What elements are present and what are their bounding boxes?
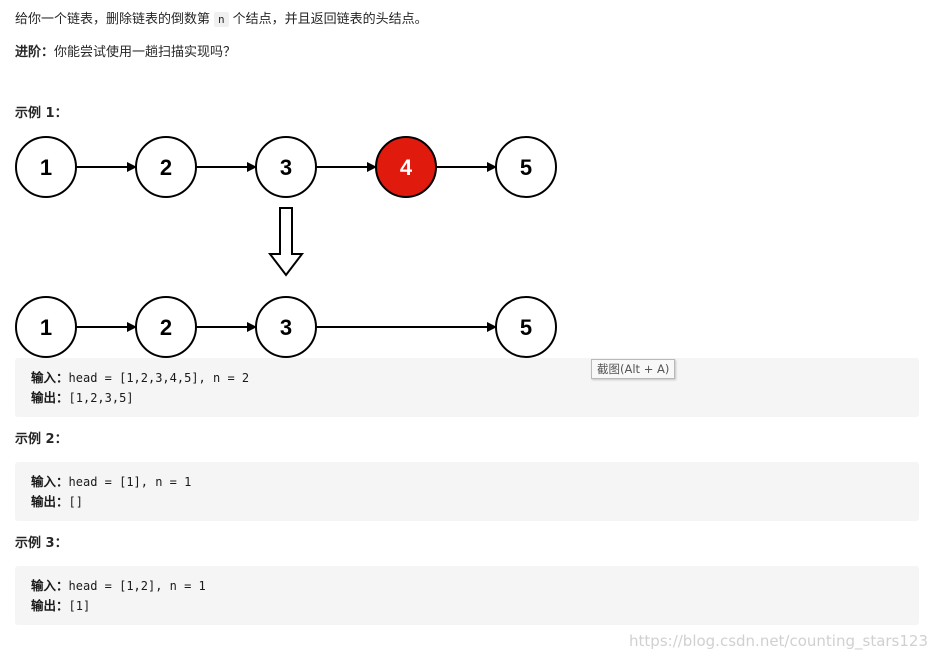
before-node-4 (375, 136, 437, 198)
example-3-title: 示例 3： (15, 536, 68, 551)
intro-text-after: 个结点，并且返回链表的头结点。 (232, 12, 428, 27)
after-node-label-1: 1 (40, 315, 52, 340)
before-node-label-1: 1 (40, 155, 52, 180)
advanced-text: 你能尝试使用一趟扫描实现吗？ (54, 45, 237, 60)
intro-text-before: 给你一个链表，删除链表的倒数第 (15, 12, 211, 27)
example-3-code: 输入：head = [1,2], n = 1 输出：[1] (15, 566, 919, 625)
before-node-label-5: 5 (520, 155, 532, 180)
input-value: head = [1], n = 1 (68, 475, 192, 489)
example-1-title: 示例 1： (15, 106, 68, 121)
transform-arrow (267, 207, 305, 277)
after-node-3 (255, 296, 317, 358)
example-1-output-line: 输出：[1,2,3,5] (31, 388, 919, 408)
example-3-input-line: 输入：head = [1,2], n = 1 (31, 576, 919, 596)
before-node-label-4: 4 (400, 155, 413, 180)
before-node-label-2: 2 (160, 155, 172, 180)
before-node-3 (255, 136, 317, 198)
after-node-2 (135, 296, 197, 358)
linked-list-diagram: 1 2 3 4 5 1 2 3 5 (15, 136, 557, 358)
after-node-label-2: 2 (160, 315, 172, 340)
output-value: [] (68, 495, 83, 509)
output-value: [1,2,3,5] (68, 391, 134, 405)
example-2-code: 输入：head = [1], n = 1 输出：[] (15, 462, 919, 521)
input-label: 输入： (31, 578, 69, 593)
before-node-label-3: 3 (280, 155, 292, 180)
output-label: 输出： (31, 494, 69, 509)
after-node-label-3: 3 (280, 315, 292, 340)
after-node-label-5: 5 (520, 315, 532, 340)
after-node-5 (495, 296, 557, 358)
example-1-code: 输入：head = [1,2,3,4,5], n = 2 输出：[1,2,3,5… (15, 358, 919, 417)
watermark: https://blog.csdn.net/counting_stars123 (629, 632, 928, 650)
output-label: 输出： (31, 598, 69, 613)
before-node-5 (495, 136, 557, 198)
example-1-input-line: 输入：head = [1,2,3,4,5], n = 2 (31, 368, 919, 388)
after-node-1 (15, 296, 77, 358)
example-2-output-line: 输出：[] (31, 492, 919, 512)
before-node-1 (15, 136, 77, 198)
input-label: 输入： (31, 370, 69, 385)
input-value: head = [1,2], n = 1 (68, 579, 206, 593)
list-after-removal: 1 2 3 5 (15, 296, 557, 358)
input-label: 输入： (31, 474, 69, 489)
example-3-output-line: 输出：[1] (31, 596, 919, 616)
output-label: 输出： (31, 390, 69, 405)
advanced-note: 进阶：你能尝试使用一趟扫描实现吗？ (15, 44, 236, 62)
example-2-input-line: 输入：head = [1], n = 1 (31, 472, 919, 492)
example-2-title: 示例 2： (15, 432, 68, 447)
output-value: [1] (68, 599, 91, 613)
list-before-removal: 1 2 3 4 5 (15, 136, 557, 198)
input-value: head = [1,2,3,4,5], n = 2 (68, 371, 250, 385)
inline-code-n: n (214, 12, 229, 27)
before-node-2 (135, 136, 197, 198)
screenshot-tooltip: 截图(Alt + A) (591, 359, 676, 379)
advanced-label: 进阶： (15, 45, 55, 60)
